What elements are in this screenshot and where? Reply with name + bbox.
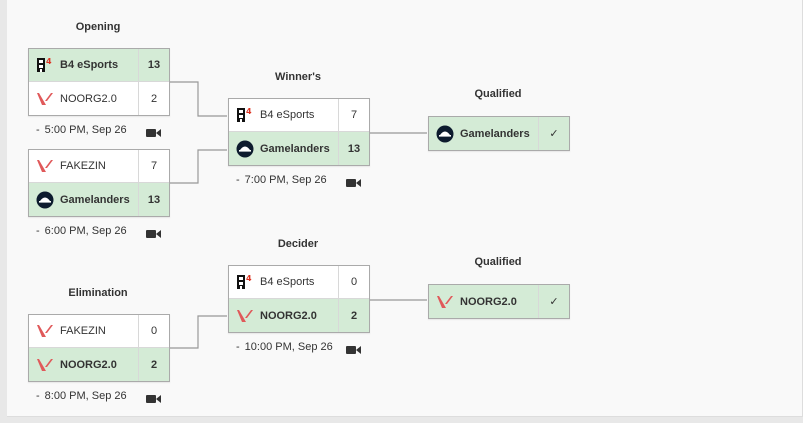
team-row[interactable]: FAKEZIN 0 xyxy=(29,315,169,348)
round-header-opening: Opening xyxy=(75,21,121,33)
team-row[interactable]: NOORG2.0 ✓ xyxy=(429,285,569,318)
match-winners[interactable]: 4 B4 eSports 7 Gamelanders 13 xyxy=(228,98,370,166)
team-score: 0 xyxy=(338,266,369,298)
team-name: B4 eSports xyxy=(260,276,315,288)
video-camera-icon[interactable] xyxy=(146,226,161,244)
gamelanders-logo-icon xyxy=(236,140,254,158)
team-row[interactable]: NOORG2.0 2 xyxy=(29,82,169,115)
round-header-qualified-bottom: Qualified xyxy=(474,256,522,268)
match-time: -6:00 PM, Sep 26 xyxy=(36,225,127,237)
b4-logo-icon: 4 xyxy=(236,273,254,291)
team-name: B4 eSports xyxy=(60,59,119,71)
match-opening-1[interactable]: 4 B4 eSports 13 NOORG2.0 2 xyxy=(28,48,170,116)
match-time: -7:00 PM, Sep 26 xyxy=(236,174,327,186)
match-time: -5:00 PM, Sep 26 xyxy=(36,124,127,136)
video-camera-icon[interactable] xyxy=(346,342,361,360)
team-score: 7 xyxy=(138,150,169,182)
b4-logo-icon: 4 xyxy=(236,106,254,124)
svg-text:4: 4 xyxy=(246,274,252,283)
bracket-canvas: Opening Winner's Qualified Decider Elimi… xyxy=(7,0,803,417)
team-name: B4 eSports xyxy=(260,109,315,121)
match-decider[interactable]: 4 B4 eSports 0 NOORG2.0 2 xyxy=(228,265,370,333)
gamelanders-logo-icon xyxy=(36,191,54,209)
round-header-decider: Decider xyxy=(277,238,319,250)
team-score: 13 xyxy=(338,132,369,165)
video-camera-icon[interactable] xyxy=(146,391,161,409)
svg-text:4: 4 xyxy=(46,57,52,66)
team-row[interactable]: 4 B4 eSports 13 xyxy=(29,49,169,82)
team-score: 7 xyxy=(338,99,369,131)
team-row[interactable]: FAKEZIN 7 xyxy=(29,150,169,183)
team-row[interactable]: NOORG2.0 2 xyxy=(29,348,169,381)
checkmark-icon: ✓ xyxy=(538,285,569,318)
team-name: FAKEZIN xyxy=(60,160,106,172)
team-name: FAKEZIN xyxy=(60,325,106,337)
team-row[interactable]: Gamelanders 13 xyxy=(229,132,369,165)
team-row[interactable]: Gamelanders 13 xyxy=(29,183,169,216)
round-header-elimination: Elimination xyxy=(68,287,128,299)
checkmark-icon: ✓ xyxy=(538,117,569,150)
qualified-card-bottom[interactable]: NOORG2.0 ✓ xyxy=(428,284,570,319)
team-row[interactable]: NOORG2.0 2 xyxy=(229,299,369,332)
valorant-logo-icon xyxy=(36,356,54,374)
team-name: NOORG2.0 xyxy=(460,295,517,308)
team-score: 2 xyxy=(138,348,169,381)
team-score: 13 xyxy=(138,183,169,216)
match-time: -8:00 PM, Sep 26 xyxy=(36,390,127,402)
valorant-logo-icon xyxy=(36,90,54,108)
valorant-logo-icon xyxy=(36,157,54,175)
team-score: 0 xyxy=(138,315,169,347)
team-name: NOORG2.0 xyxy=(260,309,317,322)
b4-logo-icon: 4 xyxy=(36,56,54,74)
gamelanders-logo-icon xyxy=(436,125,454,143)
video-camera-icon[interactable] xyxy=(146,125,161,143)
team-score: 2 xyxy=(338,299,369,332)
team-name: Gamelanders xyxy=(60,193,130,206)
team-row[interactable]: Gamelanders ✓ xyxy=(429,117,569,150)
video-camera-icon[interactable] xyxy=(346,175,361,193)
round-header-winners: Winner's xyxy=(275,71,321,83)
round-header-qualified-top: Qualified xyxy=(474,88,522,100)
valorant-logo-icon xyxy=(236,307,254,325)
team-score: 13 xyxy=(138,49,169,81)
team-row[interactable]: 4 B4 eSports 7 xyxy=(229,99,369,132)
team-name: NOORG2.0 xyxy=(60,358,117,371)
team-name: NOORG2.0 xyxy=(60,92,117,105)
team-name: Gamelanders xyxy=(260,142,330,155)
svg-text:4: 4 xyxy=(246,107,252,116)
qualified-card-top[interactable]: Gamelanders ✓ xyxy=(428,116,570,151)
valorant-logo-icon xyxy=(36,322,54,340)
team-name: Gamelanders xyxy=(460,127,530,140)
team-row[interactable]: 4 B4 eSports 0 xyxy=(229,266,369,299)
match-opening-2[interactable]: FAKEZIN 7 Gamelanders 13 xyxy=(28,149,170,217)
match-time: -10:00 PM, Sep 26 xyxy=(236,341,333,353)
valorant-logo-icon xyxy=(436,293,454,311)
team-score: 2 xyxy=(138,82,169,115)
match-elimination[interactable]: FAKEZIN 0 NOORG2.0 2 xyxy=(28,314,170,382)
bracket-connectors xyxy=(170,81,427,349)
